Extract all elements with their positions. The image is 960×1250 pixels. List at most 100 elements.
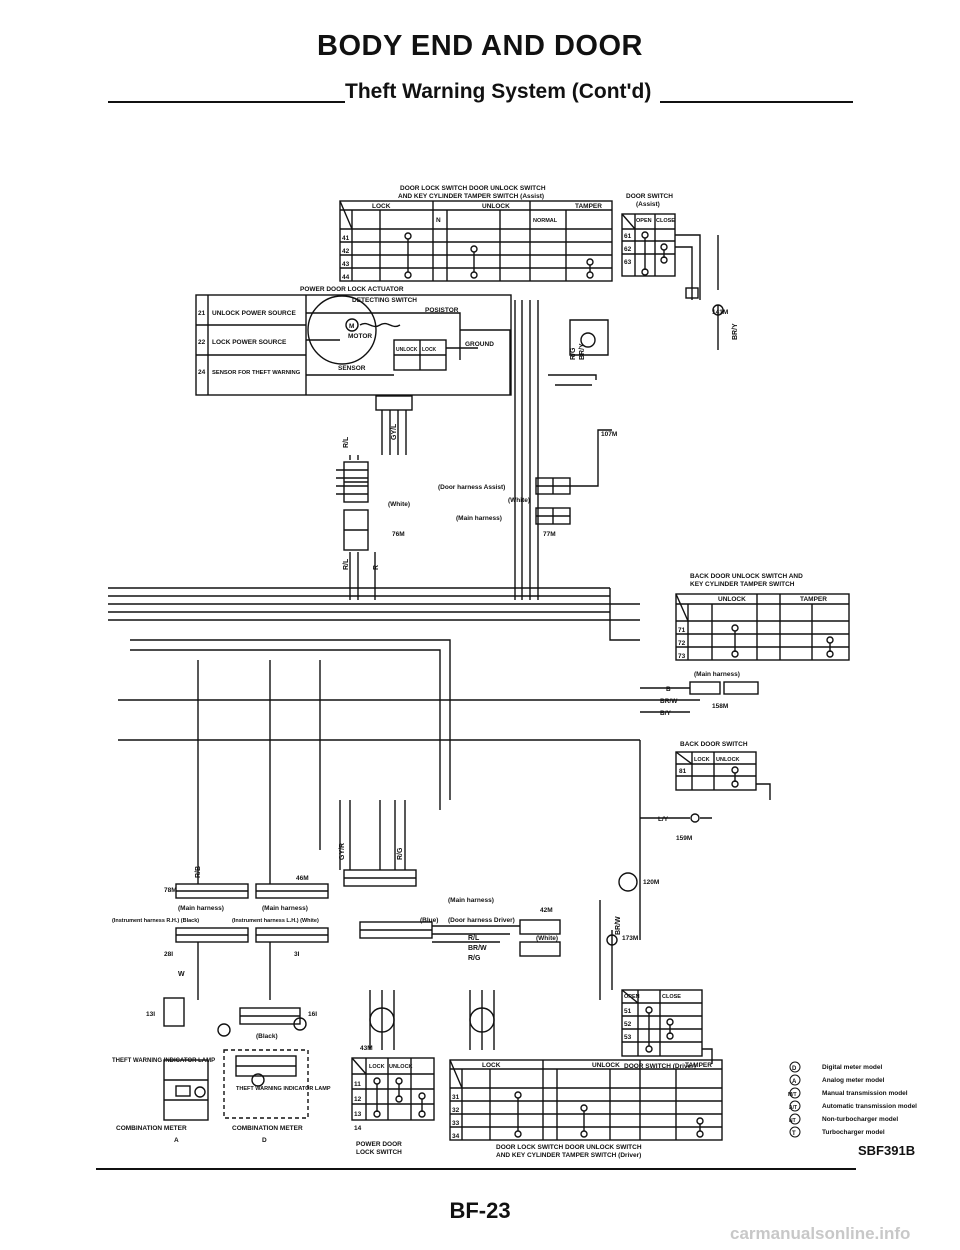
- legend-text-4: Non-turbocharger model: [822, 1116, 898, 1123]
- wire-br-w-driver: BR/W: [615, 916, 622, 935]
- top-switch-row-44: 44: [342, 274, 350, 281]
- connector-120m: 120M: [643, 879, 659, 886]
- assist-door-switch-title-2: (Assist): [636, 201, 660, 208]
- actuator-unlock: UNLOCK: [396, 347, 418, 353]
- legend-code-0: D: [792, 1066, 797, 1072]
- legend-text-5: Turbocharger model: [822, 1129, 885, 1136]
- back-door-switch-unlock: UNLOCK: [716, 757, 740, 763]
- actuator-label-22: LOCK POWER SOURCE: [212, 339, 287, 346]
- legend-text-1: Analog meter model: [822, 1077, 885, 1084]
- assist-door-switch-row-62: 62: [624, 246, 632, 253]
- assist-door-switch-row-61: 61: [624, 233, 632, 240]
- meter-a-label: COMBINATION METER: [116, 1125, 187, 1132]
- page-subtitle: Theft Warning System (Cont'd): [345, 80, 652, 103]
- bottom-switch-row-31: 31: [452, 1094, 460, 1101]
- legend-code-3: A/T: [789, 1105, 797, 1111]
- watermark: carmanualsonline.info: [730, 1224, 911, 1243]
- meter-a-code: A: [174, 1137, 179, 1144]
- harness-inst-lh: (Instrument harness L.H.) (White): [232, 918, 319, 924]
- lamp-indicator-label: THEFT WARNING INDICATOR LAMP: [236, 1086, 331, 1092]
- harness-main: (Main harness): [456, 515, 502, 522]
- assist-door-switch-open: OPEN: [636, 218, 652, 224]
- wire-gy-l-upper: GY/L: [391, 423, 398, 440]
- connector-141m: 141M: [712, 309, 728, 316]
- actuator-sensor: SENSOR: [338, 365, 366, 372]
- top-switch-row-43: 43: [342, 261, 350, 268]
- actuator-lock: LOCK: [422, 347, 437, 353]
- back-unlock-head-tamper: TAMPER: [800, 596, 827, 603]
- wire-r-l-driver: R/L: [468, 935, 480, 942]
- actuator-pin-24: 24: [198, 369, 206, 376]
- actuator-m: M: [349, 323, 354, 330]
- assist-door-switch-title-1: DOOR SWITCH: [626, 193, 673, 200]
- harness-main-2: (Main harness): [694, 671, 740, 678]
- harness-white-76: (White): [388, 501, 410, 508]
- top-switch-row-42: 42: [342, 248, 350, 255]
- driver-switch-row-53: 53: [624, 1034, 632, 1041]
- driver-switch-row-52: 52: [624, 1021, 632, 1028]
- connector-76m: 76M: [392, 531, 405, 538]
- bottom-switch-head-lock: LOCK: [482, 1062, 501, 1069]
- top-switch-title-1: DOOR LOCK SWITCH DOOR UNLOCK SWITCH: [400, 185, 546, 192]
- harness-door-driver: (Door harness Driver): [448, 917, 515, 924]
- connector-107m: 107M: [601, 431, 617, 438]
- actuator-label-21: UNLOCK POWER SOURCE: [212, 310, 296, 317]
- bottom-switch-row-32: 32: [452, 1107, 460, 1114]
- meter-d-code: D: [262, 1137, 267, 1144]
- actuator-ground: GROUND: [465, 341, 494, 348]
- wire-r-l-upper: R/L: [343, 436, 350, 448]
- connector-16i: 16I: [308, 1011, 317, 1018]
- connector-159m: 159M: [676, 835, 692, 842]
- lamp-warning-label: THEFT WARNING INDICATOR LAMP: [112, 1058, 215, 1064]
- legend-code-5: T: [792, 1131, 796, 1137]
- connector-3i: 3I: [294, 951, 300, 958]
- figure-code: SBF391B: [858, 1143, 916, 1158]
- back-unlock-head-unlock: UNLOCK: [718, 596, 746, 603]
- back-unlock-row-71: 71: [678, 627, 686, 634]
- top-switch-col-normal: NORMAL: [533, 218, 558, 224]
- top-switch-row-41: 41: [342, 235, 350, 242]
- bottom-switch-head-unlock: UNLOCK: [592, 1062, 620, 1069]
- harness-main-46: (Main harness): [262, 905, 308, 912]
- harness-black: (Black): [256, 1033, 278, 1040]
- title-rule-left: [108, 101, 345, 103]
- driver-switch-title: DOOR SWITCH (Driver): [624, 1063, 696, 1070]
- title-rule-right: [660, 101, 853, 103]
- bottom-switch-head-tamper: TAMPER: [685, 1062, 712, 1069]
- wire-r-l-lower: R/L: [343, 558, 350, 570]
- actuator-posistor: POSISTOR: [425, 307, 459, 314]
- legend-code-1: A: [792, 1079, 797, 1085]
- legend-text-3: Automatic transmission model: [822, 1103, 917, 1110]
- wire-r-g-top: R/G: [570, 347, 577, 360]
- pdl-switch-row-13: 13: [354, 1111, 362, 1118]
- bottom-switch-row-33: 33: [452, 1120, 460, 1127]
- pdl-switch-row-12: 12: [354, 1096, 362, 1103]
- harness-main-3: (Main harness): [448, 897, 494, 904]
- wire-b-y: B/Y: [660, 710, 672, 717]
- top-switch-head-tamper: TAMPER: [575, 203, 602, 210]
- wire-gy-lower: GY/R: [339, 843, 346, 860]
- connector-78m: 78M: [164, 887, 177, 894]
- harness-main-78: (Main harness): [178, 905, 224, 912]
- top-switch-title-2: AND KEY CYLINDER TAMPER SWITCH (Assist): [398, 193, 544, 200]
- harness-door-assist: (Door harness Assist): [438, 484, 505, 491]
- back-door-switch-row-81: 81: [679, 768, 687, 775]
- connector-173m: 173M: [622, 935, 638, 942]
- pdl-switch-row-11: 11: [354, 1081, 361, 1088]
- actuator-title: POWER DOOR LOCK ACTUATOR: [300, 286, 404, 293]
- legend-code-2: M/T: [788, 1092, 797, 1098]
- bottom-switch-title-2: AND KEY CYLINDER TAMPER SWITCH (Driver): [496, 1152, 641, 1159]
- legend-text-0: Digital meter model: [822, 1064, 883, 1071]
- actuator-pin-21: 21: [198, 310, 206, 317]
- meter-b-label: COMBINATION METER: [232, 1125, 303, 1132]
- wire-br-w: BR/W: [660, 698, 678, 705]
- wire-r-y-lower: R: [373, 565, 380, 570]
- driver-switch-open: OPEN: [624, 994, 640, 1000]
- wire-r-g-driver: R/G: [468, 955, 481, 962]
- page-title: BODY END AND DOOR: [317, 30, 643, 62]
- back-door-switch-lock: LOCK: [694, 757, 710, 763]
- legend-text-2: Manual transmission model: [822, 1090, 908, 1097]
- top-switch-head-unlock: UNLOCK: [482, 203, 510, 210]
- connector-13i: 13I: [146, 1011, 155, 1018]
- driver-switch-row-51: 51: [624, 1008, 632, 1015]
